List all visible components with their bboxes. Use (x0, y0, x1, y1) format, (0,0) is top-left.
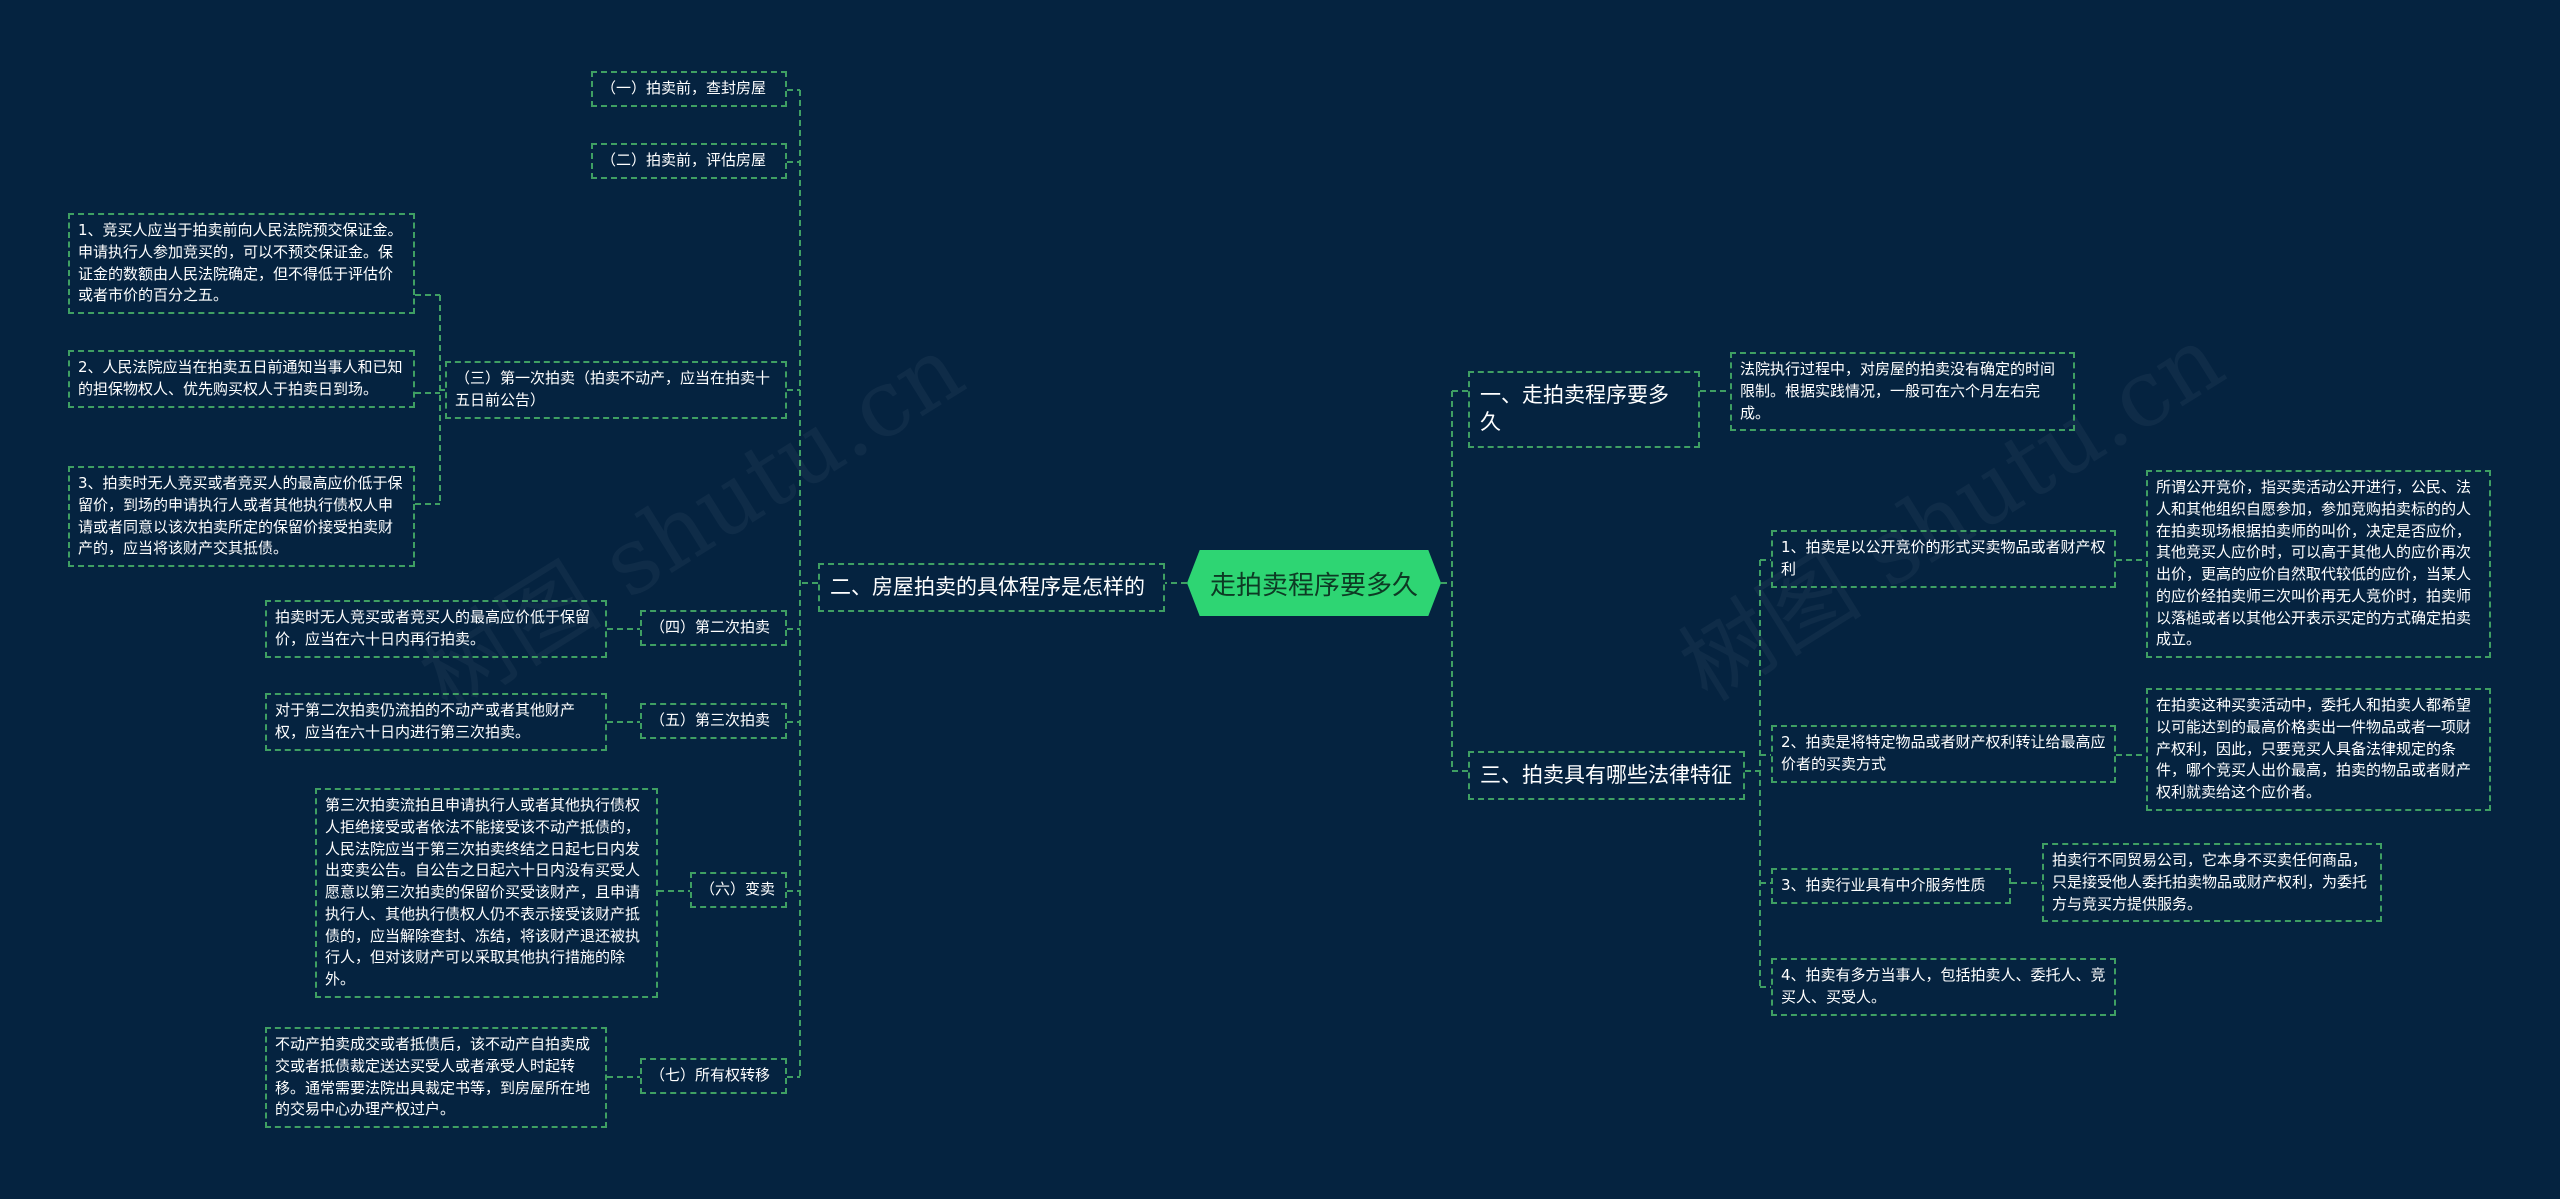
detail-notice[interactable]: 2、人民法院应当在拍卖五日前通知当事人和已知的担保物权人、优先购买权人于拍卖日到… (68, 350, 415, 408)
detail-duration[interactable]: 法院执行过程中，对房屋的拍卖没有确定的时间限制。根据实践情况，一般可在六个月左右… (1730, 352, 2075, 432)
feature-multi-party[interactable]: 4、拍卖有多方当事人，包括拍卖人、委托人、竞买人、买受人。 (1771, 958, 2116, 1016)
feature-intermediary[interactable]: 3、拍卖行业具有中介服务性质 (1771, 868, 2011, 904)
detail-second[interactable]: 拍卖时无人竞买或者竞买人的最高应价低于保留价，应当在六十日内再行拍卖。 (265, 600, 607, 658)
item-first-auction[interactable]: （三）第一次拍卖（拍卖不动产，应当在拍卖十五日前公告） (445, 361, 787, 419)
item-appraise[interactable]: （二）拍卖前，评估房屋 (591, 143, 787, 179)
item-sale[interactable]: （六）变卖 (690, 872, 787, 908)
feature-public-bidding[interactable]: 1、拍卖是以公开竞价的形式买卖物品或者财产权利 (1771, 530, 2116, 588)
detail-transfer[interactable]: 不动产拍卖成交或者抵债后，该不动产自拍卖成交或者抵债裁定送达买受人或者承受人时起… (265, 1027, 607, 1128)
detail-intermediary[interactable]: 拍卖行不同贸易公司，它本身不买卖任何商品，只是接受他人委托拍卖物品或财产权利，为… (2042, 843, 2382, 923)
detail-deposit[interactable]: 1、竞买人应当于拍卖前向人民法院预交保证金。申请执行人参加竞买的，可以不预交保证… (68, 213, 415, 314)
item-transfer[interactable]: （七）所有权转移 (640, 1058, 787, 1094)
detail-highest-bidder[interactable]: 在拍卖这种买卖活动中，委托人和拍卖人都希望以可能达到的最高价格卖出一件物品或者一… (2146, 688, 2491, 811)
item-second-auction[interactable]: （四）第二次拍卖 (640, 610, 787, 646)
item-third-auction[interactable]: （五）第三次拍卖 (640, 703, 787, 739)
section-features[interactable]: 三、拍卖具有哪些法律特征 (1468, 751, 1745, 801)
detail-third[interactable]: 对于第二次拍卖仍流拍的不动产或者其他财产权，应当在六十日内进行第三次拍卖。 (265, 693, 607, 751)
root-topic[interactable]: 走拍卖程序要多久 (1187, 550, 1441, 616)
section-duration[interactable]: 一、走拍卖程序要多久 (1468, 371, 1700, 448)
detail-reserve[interactable]: 3、拍卖时无人竞买或者竞买人的最高应价低于保留价，到场的申请执行人或者其他执行债… (68, 466, 415, 567)
detail-sale[interactable]: 第三次拍卖流拍且申请执行人或者其他执行债权人拒绝接受或者依法不能接受该不动产抵债… (315, 788, 658, 998)
section-procedure[interactable]: 二、房屋拍卖的具体程序是怎样的 (818, 563, 1165, 613)
feature-highest-bidder[interactable]: 2、拍卖是将特定物品或者财产权利转让给最高应价者的买卖方式 (1771, 725, 2116, 783)
detail-public-bidding[interactable]: 所谓公开竞价，指买卖活动公开进行，公民、法人和其他组织自愿参加，参加竞购拍卖标的… (2146, 470, 2491, 658)
item-seal[interactable]: （一）拍卖前，查封房屋 (591, 71, 787, 107)
